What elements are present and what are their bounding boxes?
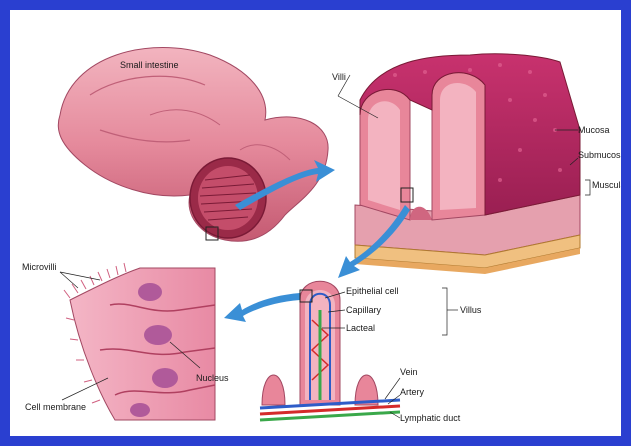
intestine-diagram: Small intestine — [10, 10, 621, 436]
label-nucleus: Nucleus — [196, 373, 229, 383]
label-villus: Villus — [460, 305, 482, 315]
label-lacteal: Lacteal — [346, 323, 375, 333]
label-artery: Artery — [400, 387, 425, 397]
label-mucosa: Mucosa — [578, 125, 610, 135]
label-lymphatic-duct: Lymphatic duct — [400, 413, 461, 423]
label-vein: Vein — [400, 367, 418, 377]
label-microvilli: Microvilli — [22, 262, 57, 272]
arrow-villus-to-cells — [224, 293, 300, 322]
cell-nucleus-4 — [130, 403, 150, 417]
label-cell-membrane: Cell membrane — [25, 402, 86, 412]
label-muscularis: Muscularis — [592, 180, 621, 190]
microvilli-cells-illustration: Microvilli Nucleus Cell membrane — [22, 262, 229, 420]
cell-nucleus-1 — [138, 283, 162, 301]
cell-nucleus-2 — [144, 325, 172, 345]
cell-nucleus-3 — [152, 368, 178, 388]
label-submucosa: Submucosa — [578, 150, 621, 160]
label-villi: Villi — [332, 72, 346, 82]
label-epithelial-cell: Epithelial cell — [346, 286, 399, 296]
label-small-intestine: Small intestine — [120, 60, 179, 70]
label-capillary: Capillary — [346, 305, 382, 315]
villus-detail-illustration: Epithelial cell Capillary Lacteal Villus… — [260, 281, 482, 423]
villi-block-illustration: Villi Mucosa Submucosa Muscularis — [332, 54, 621, 274]
small-intestine-illustration: Small intestine — [58, 48, 328, 242]
diagram-panel: Small intestine — [10, 10, 621, 436]
